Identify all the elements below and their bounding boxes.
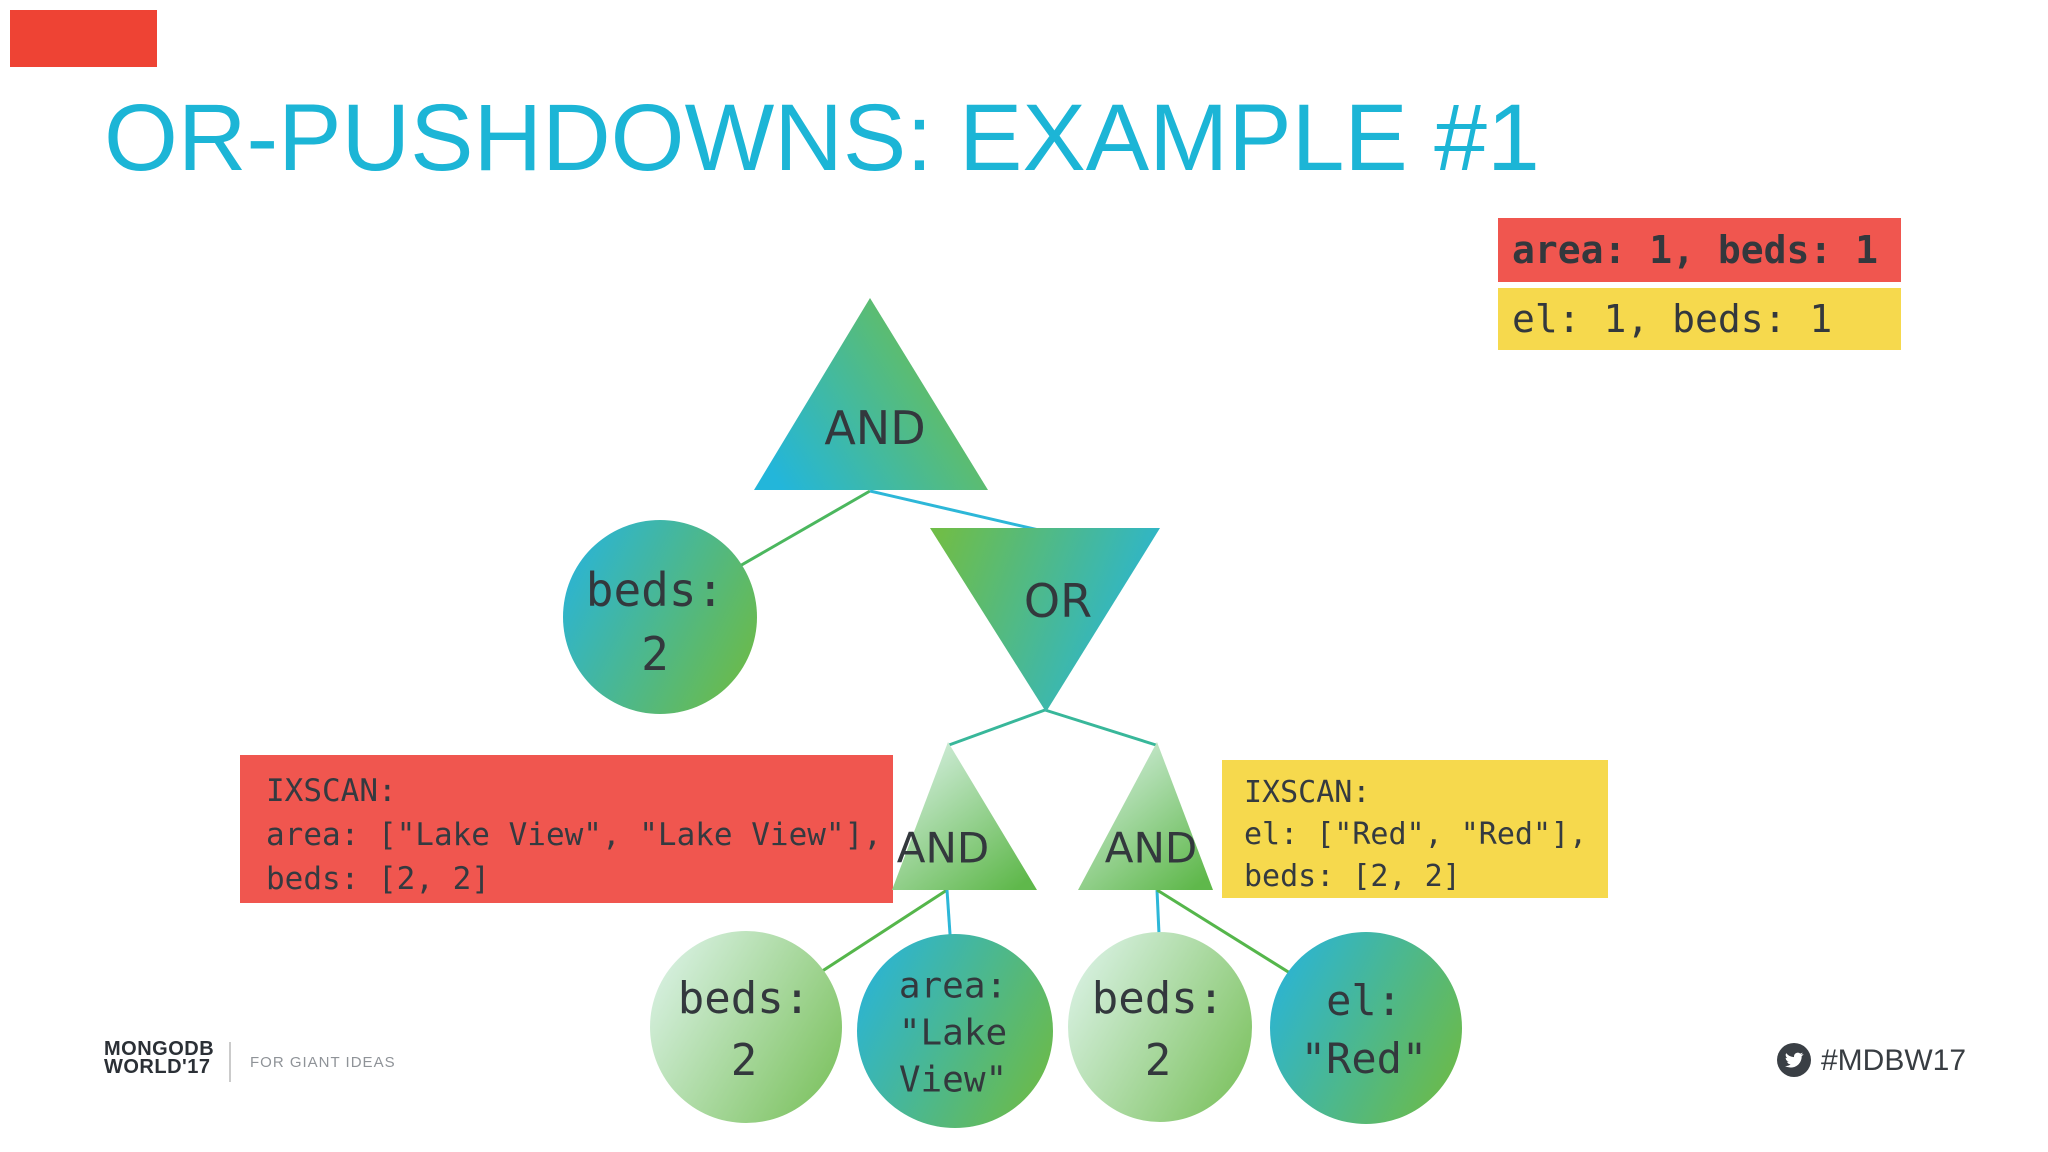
beds-left-line2: 2	[730, 1035, 758, 1086]
area-lake-view-line3: View"	[898, 1059, 1008, 1101]
left-and-label: AND	[896, 823, 990, 873]
el-red-label: el: "Red"	[1301, 972, 1427, 1088]
beds-left-line1: beds:	[677, 973, 811, 1024]
root-and-triangle	[754, 298, 988, 490]
beds-upper-line2: 2	[641, 627, 669, 681]
twitter-bird-icon	[1784, 1052, 1804, 1068]
logo-line1: MONGODB	[104, 1038, 215, 1060]
edge-or-to-right-and	[1044, 708, 1157, 747]
ixscan-el-line3: beds: [2, 2]	[1244, 859, 1461, 894]
mongodb-world-logo: MONGODB WORLD'17	[104, 1038, 215, 1078]
logo-line2: WORLD'17	[104, 1056, 211, 1078]
beds-upper-line1: beds:	[585, 563, 725, 617]
el-red-line1: el:	[1326, 976, 1402, 1025]
el-red-line2: "Red"	[1300, 1034, 1428, 1083]
root-and-label: AND	[824, 401, 926, 455]
ixscan-area-line3: beds: [2, 2]	[266, 861, 490, 897]
area-lake-view-line1: area:	[898, 965, 1008, 1007]
ixscan-el-line2: el: ["Red", "Red"],	[1244, 817, 1588, 852]
slide-title: OR-PUSHDOWNS: EXAMPLE #1	[104, 85, 1540, 191]
index-badge-area-label: area: 1, beds: 1	[1512, 228, 1879, 272]
beds-upper-label: beds: 2	[586, 558, 724, 686]
ixscan-el-box: IXSCAN: el: ["Red", "Red"], beds: [2, 2]	[1222, 760, 1608, 898]
logo-divider	[229, 1042, 231, 1082]
beds-right-line2: 2	[1144, 1035, 1172, 1086]
beds-right-label: beds: 2	[1092, 968, 1224, 1092]
edge-or-to-left-and	[948, 708, 1046, 747]
right-and-label: AND	[1104, 823, 1198, 873]
event-hashtag: #MDBW17	[1821, 1044, 1967, 1077]
ixscan-area-line2: area: ["Lake View", "Lake View"],	[266, 817, 882, 853]
ixscan-area-line1: IXSCAN:	[266, 773, 397, 809]
index-badge-el-label: el: 1, beds: 1	[1512, 297, 1833, 341]
or-label: OR	[1023, 574, 1093, 628]
twitter-badge	[1777, 1043, 1811, 1077]
area-lake-view-line2: "Lake	[898, 1012, 1008, 1054]
index-badge-area: area: 1, beds: 1	[1498, 218, 1901, 282]
beds-left-label: beds: 2	[678, 968, 810, 1092]
edge-root-to-or	[869, 489, 1044, 533]
index-badge-el: el: 1, beds: 1	[1498, 288, 1901, 350]
logo-tagline: FOR GIANT IDEAS	[250, 1054, 396, 1071]
area-lake-view-label: area: "Lake View"	[899, 963, 1007, 1104]
corner-accent-bar	[10, 10, 157, 67]
beds-right-line1: beds:	[1091, 973, 1225, 1024]
ixscan-el-line1: IXSCAN:	[1244, 775, 1371, 810]
ixscan-area-box: IXSCAN: area: ["Lake View", "Lake View"]…	[240, 755, 893, 903]
